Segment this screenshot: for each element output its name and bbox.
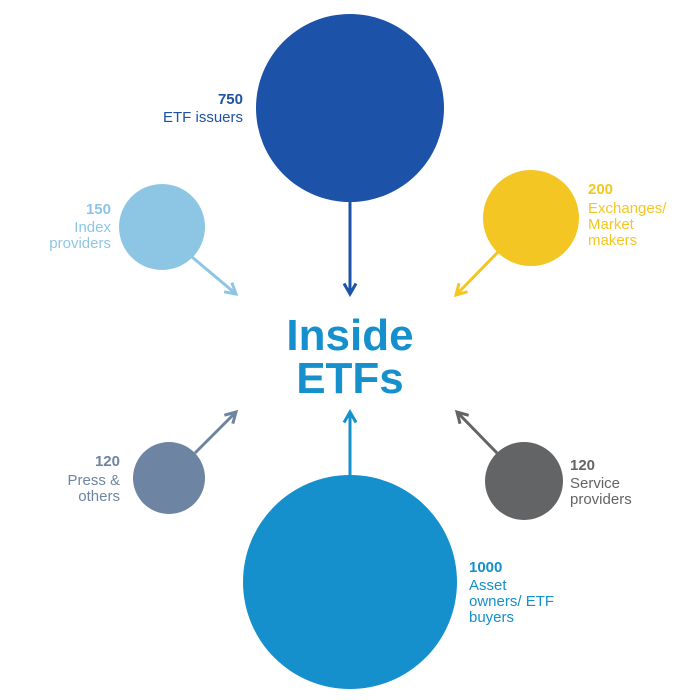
- service-label-2: providers: [570, 491, 632, 508]
- asset-owners-circle: [243, 475, 457, 689]
- title-line1: Inside: [286, 311, 413, 360]
- index-arrow: [191, 255, 239, 296]
- press-arrow: [193, 409, 239, 455]
- owners-label-1: Asset: [469, 577, 507, 594]
- service-count: 120: [570, 457, 595, 474]
- exchanges-label-2: Market: [588, 216, 635, 233]
- press-circle: [133, 442, 205, 514]
- press-label-2: others: [78, 488, 120, 505]
- index-providers-circle: [119, 184, 205, 270]
- index-label-2: providers: [49, 235, 111, 252]
- exchanges-arrow: [453, 250, 500, 298]
- title-line2: ETFs: [296, 354, 404, 403]
- owners-label-3: buyers: [469, 609, 514, 626]
- index-count: 150: [86, 201, 111, 218]
- exchanges-label-1: Exchanges/: [588, 200, 667, 217]
- press-label-1: Press &: [67, 472, 120, 489]
- owners-count: 1000: [469, 559, 502, 576]
- service-arrow: [454, 409, 499, 455]
- etf-issuers-circle: [256, 14, 444, 202]
- index-label-1: Index: [74, 219, 111, 236]
- issuers-label: ETF issuers: [163, 109, 243, 126]
- owners-label-2: owners/ ETF: [469, 593, 554, 610]
- service-providers-circle: [485, 442, 563, 520]
- service-label-1: Service: [570, 475, 620, 492]
- exchanges-count: 200: [588, 181, 613, 198]
- exchanges-label-3: makers: [588, 232, 637, 249]
- issuers-count: 750: [218, 91, 243, 108]
- press-count: 120: [95, 453, 120, 470]
- exchanges-circle: [483, 170, 579, 266]
